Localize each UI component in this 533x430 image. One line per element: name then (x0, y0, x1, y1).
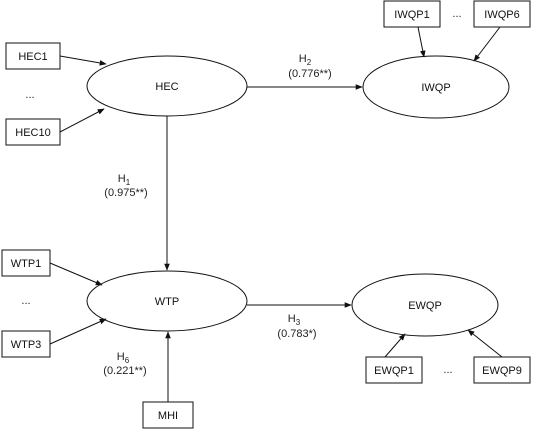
construct-iwqp-label: IWQP (421, 82, 450, 94)
svg-text:H1: H1 (118, 173, 131, 187)
h3-letter: H (288, 313, 296, 325)
indicator-iwqp1: IWQP1 (383, 0, 441, 28)
arrow-ewqp1-to-ewqp (384, 333, 406, 358)
iwqp-indicators-ellipsis: ... (452, 8, 461, 20)
arrow-wtp1-to-wtp (49, 262, 103, 286)
h1-letter: H (118, 173, 126, 185)
indicator-ewqp1-label: EWQP1 (374, 365, 414, 377)
h6-coefficient: (0.221**) (103, 365, 146, 377)
indicator-hec1: HEC1 (5, 42, 61, 70)
indicator-ewqp9: EWQP9 (473, 356, 531, 384)
arrow-iwqp6-to-iwqp (473, 26, 501, 62)
h2-letter: H (299, 53, 307, 65)
h6-letter: H (117, 351, 125, 363)
ewqp-indicators-ellipsis: ... (443, 364, 452, 376)
indicator-mhi: MHI (142, 401, 194, 429)
hec-indicators-ellipsis: ... (25, 89, 34, 101)
indicator-ewqp9-label: EWQP9 (482, 365, 522, 377)
path-label-h2: H2 (0.776**) (288, 53, 331, 80)
wtp-indicators-ellipsis: ... (21, 295, 30, 307)
indicator-ewqp1: EWQP1 (365, 356, 423, 384)
path-label-h3: H3 (0.783*) (277, 313, 316, 340)
svg-text:H2: H2 (299, 53, 312, 67)
arrow-hec1-to-hec (59, 55, 107, 66)
arrow-hec10-to-hec (59, 108, 105, 133)
svg-text:H6: H6 (117, 351, 130, 365)
indicator-wtp1-label: WTP1 (11, 258, 42, 270)
indicator-wtp1: WTP1 (1, 249, 51, 277)
indicator-wtp3-label: WTP3 (11, 339, 42, 351)
h3-coefficient: (0.783*) (277, 328, 316, 340)
construct-wtp: WTP (86, 270, 248, 332)
construct-wtp-label: WTP (155, 296, 179, 308)
indicator-iwqp1-label: IWQP1 (394, 9, 429, 21)
path-label-h6: H6 (0.221**) (103, 351, 146, 377)
arrow-iwqp1-to-iwqp (417, 26, 426, 58)
h2-subscript: 2 (307, 58, 312, 67)
h6-subscript: 6 (125, 356, 130, 365)
construct-ewqp-label: EWQP (408, 300, 442, 312)
svg-text:H3: H3 (288, 313, 301, 327)
indicator-iwqp6: IWQP6 (473, 0, 531, 28)
path-label-h1: H1 (0.975**) (104, 173, 147, 199)
indicator-wtp3: WTP3 (1, 330, 51, 358)
h3-subscript: 3 (296, 318, 301, 327)
indicator-hec10-label: HEC10 (15, 127, 50, 139)
arrow-wtp3-to-wtp (49, 318, 107, 345)
construct-ewqp: EWQP (351, 273, 499, 337)
h1-subscript: 1 (126, 178, 131, 187)
construct-hec-label: HEC (155, 81, 178, 93)
construct-hec: HEC (86, 55, 248, 117)
h2-coefficient: (0.776**) (288, 68, 331, 80)
arrow-ewqp9-to-ewqp (467, 329, 503, 358)
indicator-hec10: HEC10 (5, 118, 61, 146)
h1-coefficient: (0.975**) (104, 187, 147, 199)
construct-iwqp: IWQP (362, 55, 510, 119)
indicator-iwqp6-label: IWQP6 (484, 9, 519, 21)
indicator-hec1-label: HEC1 (18, 51, 47, 63)
indicator-mhi-label: MHI (158, 410, 178, 422)
